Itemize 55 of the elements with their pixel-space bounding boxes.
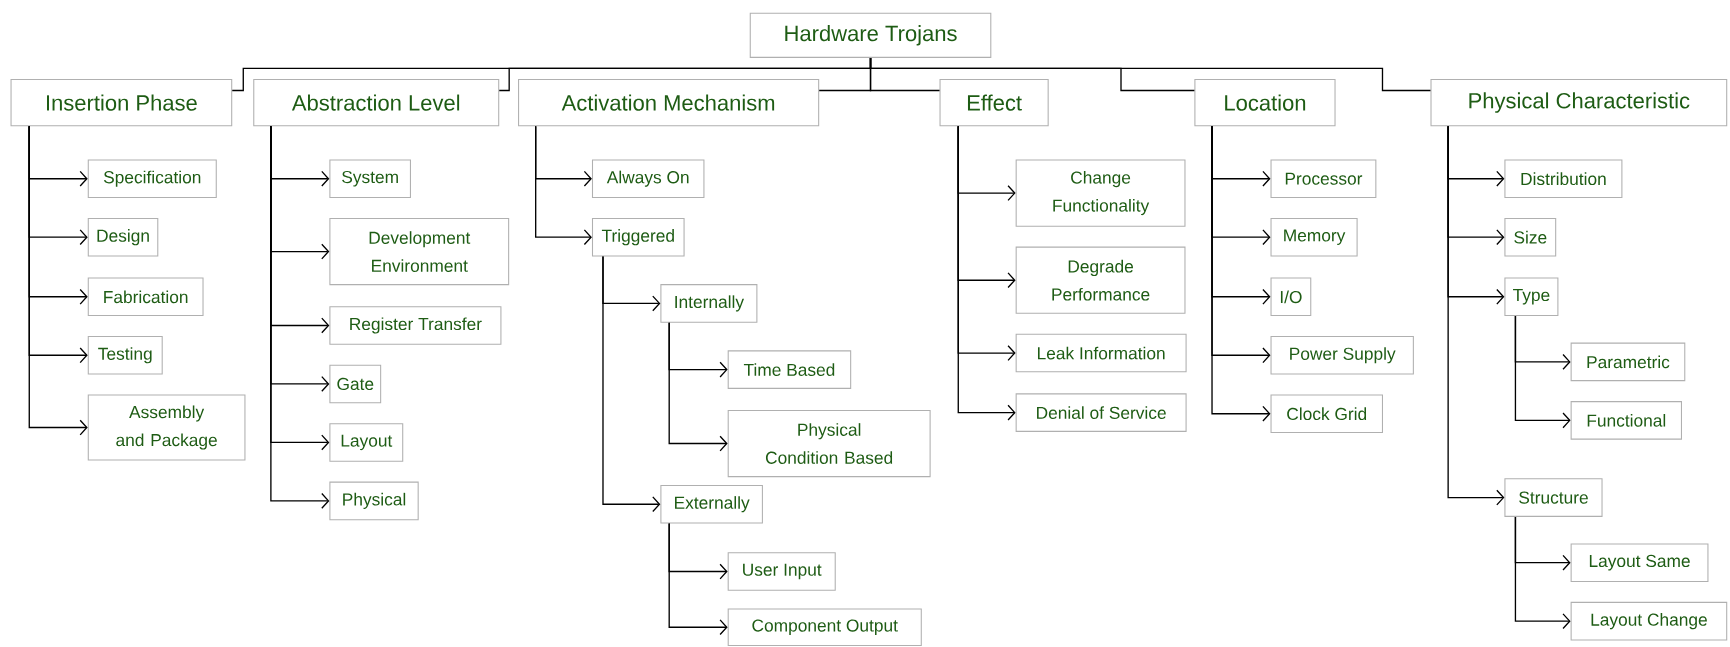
arrow — [1211, 125, 1271, 422]
root-box: Hardware Trojans — [749, 12, 992, 59]
arrow — [668, 322, 728, 452]
arrow — [270, 125, 330, 510]
item-box: Fabrication — [87, 277, 204, 317]
arrow — [1514, 516, 1571, 630]
item-box: Processor — [1270, 159, 1377, 199]
item-box: Specification — [87, 159, 217, 199]
category-box: Insertion Phase — [10, 79, 233, 127]
item-box: Clock Grid — [1270, 394, 1383, 434]
item-box: User Input — [727, 552, 836, 592]
item-box: Size — [1504, 218, 1557, 257]
arrow — [535, 125, 592, 246]
item-box: Denial of Service — [1015, 393, 1187, 433]
item-box: Component Output — [727, 608, 922, 647]
item-box: Time Based — [727, 350, 852, 390]
arrow — [1514, 315, 1571, 429]
item-box: Power Supply — [1270, 336, 1414, 375]
item-box: Design — [87, 218, 159, 257]
item-box: Assembly and Package — [87, 394, 246, 461]
item-box: Externally — [660, 485, 763, 524]
item-box: Layout — [329, 423, 404, 462]
item-box: Internally — [660, 284, 758, 323]
item-box: Change Functionality — [1015, 159, 1186, 227]
item-box: Structure — [1504, 478, 1603, 518]
item-box: Physical — [329, 481, 419, 521]
item-box: Degrade Performance — [1015, 246, 1186, 315]
category-box: Location — [1194, 79, 1336, 127]
item-box: Distribution — [1504, 159, 1623, 199]
category-box: Physical Characteristic — [1430, 79, 1728, 127]
category-box: Activation Mechanism — [518, 79, 820, 127]
item-box: Triggered — [591, 218, 685, 257]
item-box: Parametric — [1570, 342, 1686, 382]
category-box: Effect — [939, 79, 1049, 127]
arrow — [1447, 125, 1505, 506]
item-box: Gate — [329, 364, 382, 404]
arrow — [957, 125, 1016, 421]
arrow — [602, 256, 661, 513]
item-box: System — [329, 159, 411, 199]
arrow — [28, 125, 88, 436]
item-box: Development Environment — [329, 218, 510, 286]
item-box: Memory — [1270, 218, 1358, 257]
connector-line — [869, 57, 1432, 92]
item-box: Functional — [1570, 401, 1682, 440]
item-box: Testing — [87, 336, 163, 375]
item-box: I/O — [1270, 277, 1312, 317]
arrow — [668, 523, 728, 636]
item-box: Always On — [591, 159, 705, 199]
item-box: Layout Same — [1570, 543, 1709, 583]
item-box: Layout Change — [1570, 602, 1728, 641]
item-box: Physical Condition Based — [727, 410, 931, 478]
item-box: Type — [1504, 277, 1559, 317]
category-box: Abstraction Level — [253, 79, 500, 127]
item-box: Leak Information — [1015, 334, 1187, 373]
item-box: Register Transfer — [329, 306, 502, 345]
